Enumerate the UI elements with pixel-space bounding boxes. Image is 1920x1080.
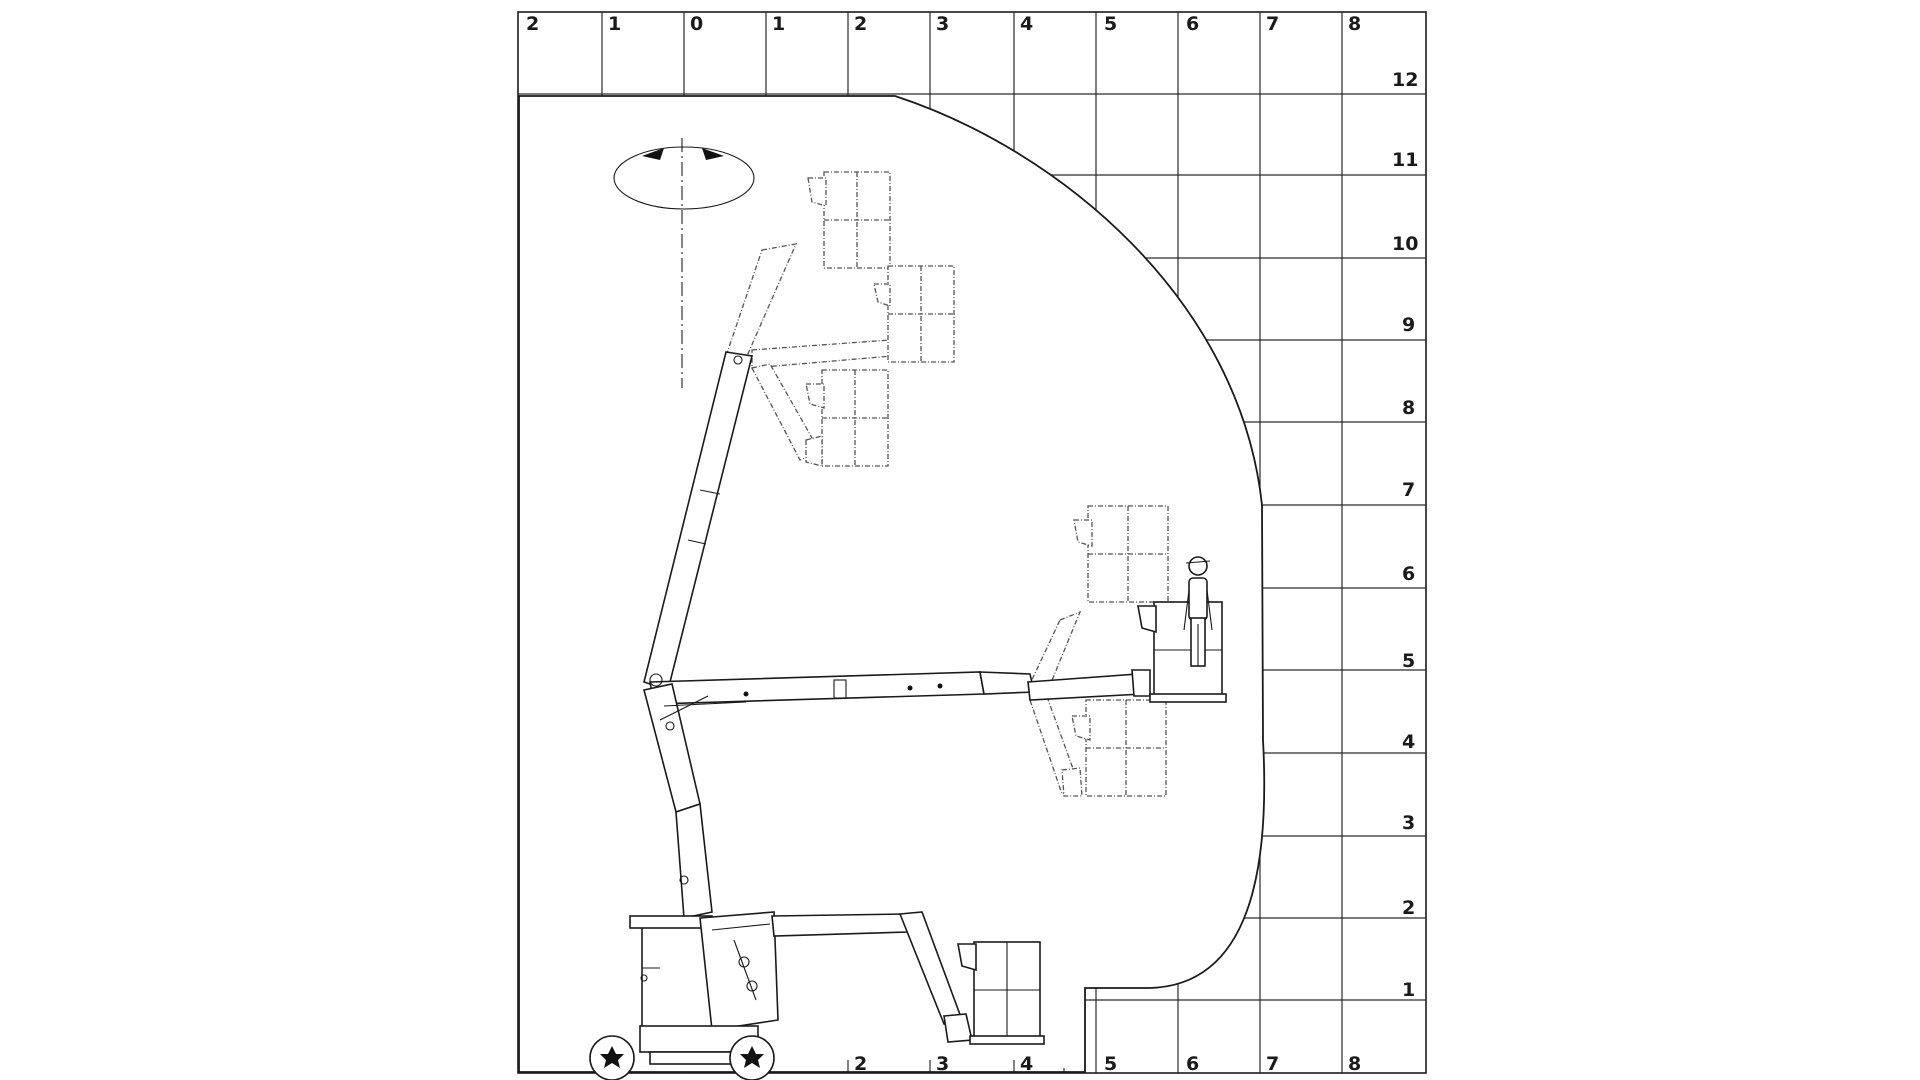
- diagram-frame: [517, 11, 1427, 1074]
- height-label: 8: [1402, 397, 1415, 419]
- ghost-boom-positions: [723, 171, 1169, 797]
- bottom-axis-labels: 2 3 4 5 6 7 8: [854, 1053, 1361, 1075]
- top-axis-label: 7: [1266, 13, 1279, 35]
- bottom-axis-label: 4: [1020, 1053, 1033, 1075]
- height-label: 10: [1392, 233, 1418, 255]
- top-axis-label: 8: [1348, 13, 1361, 35]
- ghost-basket: [1073, 505, 1169, 603]
- height-label: 11: [1392, 149, 1418, 171]
- working-envelope: [518, 95, 1266, 1073]
- lower-jib: [771, 913, 909, 937]
- top-axis-label: 6: [1186, 13, 1199, 35]
- wheel: [589, 1035, 635, 1080]
- ghost-basket: [873, 265, 955, 363]
- rotation-arrows-icon: [613, 138, 755, 388]
- height-label: 5: [1402, 650, 1415, 672]
- top-axis-label: 2: [526, 13, 539, 35]
- bottom-axis-label: 3: [936, 1053, 949, 1075]
- height-label: 6: [1402, 563, 1415, 585]
- top-axis-label: 1: [608, 13, 621, 35]
- height-label: 4: [1402, 731, 1415, 753]
- operator-figure-icon: [1183, 556, 1213, 667]
- bottom-axis-label: 5: [1104, 1053, 1117, 1075]
- machine: [589, 351, 1227, 1080]
- bottom-axis-label: 7: [1266, 1053, 1279, 1075]
- top-axis-labels: 2 1 0 1 2 3 4 5 6 7 8: [526, 13, 1361, 35]
- height-label: 9: [1402, 314, 1415, 336]
- bottom-axis-label: 8: [1348, 1053, 1361, 1075]
- bottom-axis-label: 6: [1186, 1053, 1199, 1075]
- height-label: 12: [1392, 69, 1418, 91]
- height-label: 3: [1402, 812, 1415, 834]
- bottom-axis-label: 2: [854, 1053, 867, 1075]
- height-label: 2: [1402, 897, 1415, 919]
- low-basket: [957, 941, 1045, 1045]
- turret: [629, 911, 779, 1033]
- top-axis-label: 4: [1020, 13, 1033, 35]
- height-label: 1: [1402, 979, 1415, 1001]
- top-axis-label: 2: [854, 13, 867, 35]
- ghost-basket: [807, 171, 891, 269]
- height-label: 7: [1402, 479, 1415, 501]
- ghost-basket: [1071, 699, 1167, 797]
- top-axis-label: 5: [1104, 13, 1117, 35]
- top-axis-label: 1: [772, 13, 785, 35]
- wheel: [729, 1035, 775, 1080]
- top-axis-label: 0: [690, 13, 703, 35]
- bottom-ticks: [847, 1060, 1065, 1073]
- ghost-basket: [805, 369, 889, 467]
- top-axis-label: 3: [936, 13, 949, 35]
- height-axis-labels: 12 11 10 9 8 7 6 5 4 3 2 1: [1392, 69, 1418, 1001]
